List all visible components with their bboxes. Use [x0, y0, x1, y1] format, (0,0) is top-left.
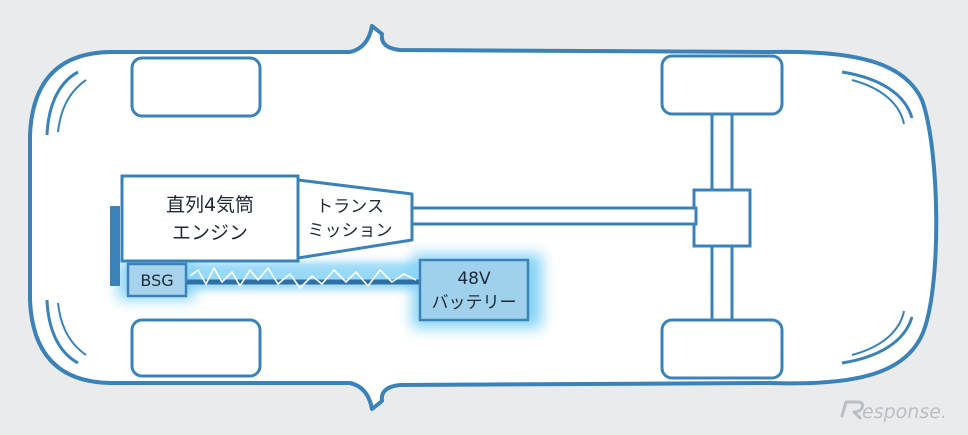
response-watermark: esponse. — [840, 400, 947, 423]
bsg-label: BSG — [140, 271, 173, 290]
rear-contour-top — [45, 70, 79, 136]
rear-contour-bottom-inner — [57, 302, 87, 356]
wheel-rear-bottom — [130, 318, 262, 378]
front-axle-upper — [710, 112, 734, 194]
wheel-rear-top — [130, 56, 262, 118]
front-axle-lower — [710, 242, 734, 322]
bsg-box — [126, 262, 188, 298]
watermark-text: esponse. — [862, 401, 947, 423]
engine-label-line2: エンジン — [172, 222, 248, 244]
front-contour-top-inner — [851, 79, 905, 125]
wheel-front-bottom — [660, 318, 784, 380]
transmission-housing — [296, 178, 414, 260]
differential — [692, 188, 752, 248]
response-r-logo-icon — [840, 400, 864, 420]
battery-label-line1: 48V — [457, 269, 491, 289]
engine-label-line1: 直列4気筒 — [166, 194, 254, 216]
propeller-shaft — [408, 206, 698, 226]
rear-contour-top-inner — [57, 79, 87, 133]
transmission-label-line2: ミッション — [308, 221, 393, 241]
flywheel-plate — [110, 206, 120, 286]
transmission-label-line1: トランス — [316, 197, 384, 217]
wheel-front-top — [660, 54, 784, 116]
battery-label-line2: バッテリー — [432, 293, 517, 313]
rear-contour-bottom — [45, 299, 79, 365]
engine-box — [120, 174, 300, 263]
cable-glow — [180, 262, 420, 290]
front-contour-bottom — [841, 316, 914, 365]
front-contour-top — [841, 70, 914, 119]
battery-box — [418, 258, 530, 322]
electric-spark — [189, 267, 417, 289]
front-contour-bottom-inner — [851, 310, 905, 356]
